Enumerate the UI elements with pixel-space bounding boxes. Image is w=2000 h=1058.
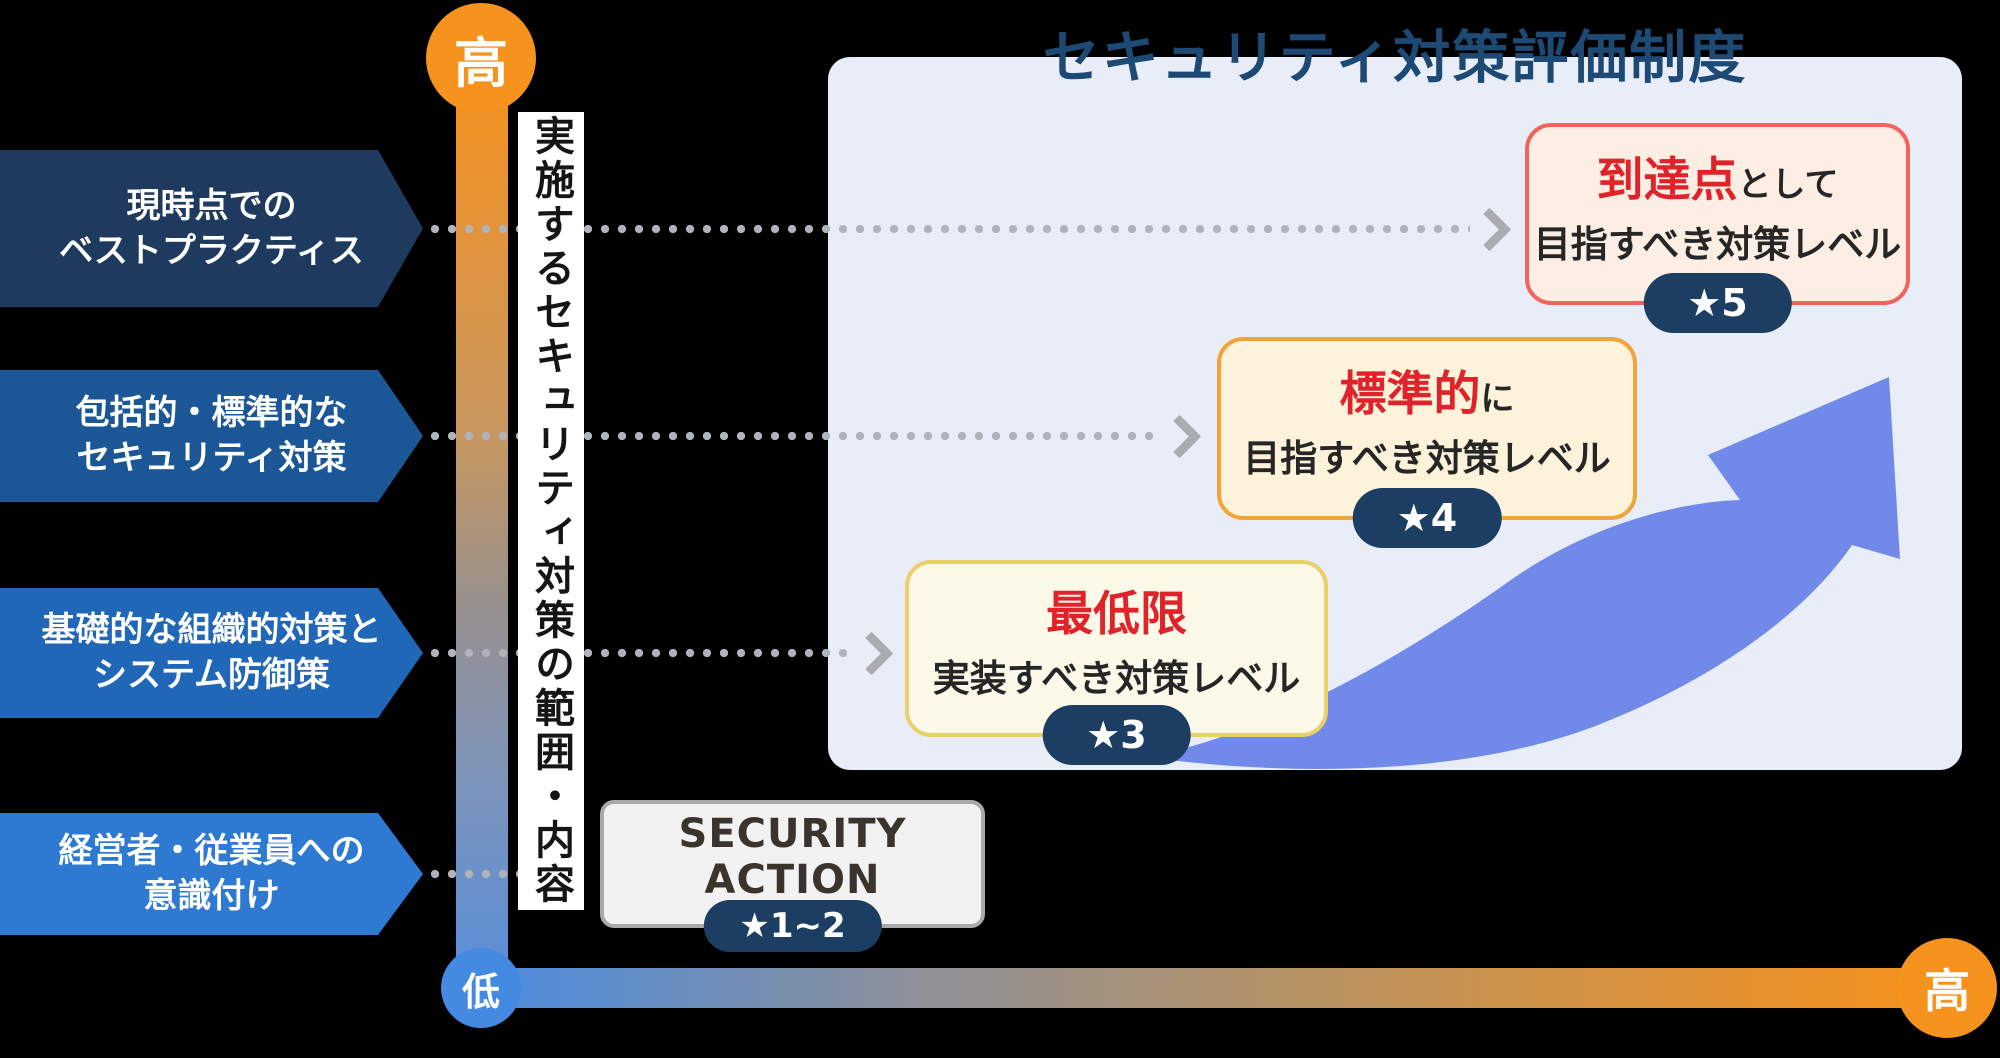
x-axis-bar bbox=[481, 968, 1947, 1008]
level-box-star3: 最低限 実装すべき対策レベル ★3 bbox=[905, 560, 1328, 765]
level-description: 実装すべき対策レベル bbox=[932, 657, 1301, 700]
growth-arrow-icon bbox=[1145, 377, 1900, 769]
dotted-connector bbox=[430, 869, 542, 879]
level-box-star5: 到達点として 目指すべき対策レベル ★5 bbox=[1525, 123, 1910, 333]
level-description: 目指すべき対策レベル bbox=[1533, 222, 1902, 266]
star-badge: ★4 bbox=[1352, 488, 1502, 548]
level-box-heading: 到達点として bbox=[1529, 141, 1906, 210]
category-label-line: 経営者・従業員への bbox=[58, 831, 365, 872]
diagram-title: セキュリティ対策評価制度 bbox=[1042, 25, 1748, 91]
category-label-awareness: 経営者・従業員への 意識付け bbox=[0, 813, 423, 935]
category-label-line: 包括的・標準的な bbox=[75, 393, 348, 434]
category-label-standard-security: 包括的・標準的な セキュリティ対策 bbox=[0, 370, 423, 502]
dotted-connector bbox=[430, 224, 1470, 234]
level-suffix: として bbox=[1737, 164, 1839, 205]
security-action-label: SECURITY ACTION bbox=[678, 811, 907, 903]
y-axis-bar bbox=[456, 100, 508, 980]
category-label-line: セキュリティ対策 bbox=[76, 438, 347, 478]
category-label-basic-defense: 基礎的な組織的対策と システム防御策 bbox=[0, 588, 423, 718]
star-badge: ★1~2 bbox=[703, 900, 882, 952]
star-badge: ★3 bbox=[1042, 705, 1191, 765]
category-label-line: 意識付け bbox=[143, 876, 280, 916]
y-axis-high-marker: 高 bbox=[426, 3, 536, 113]
level-box-heading: 標準的に bbox=[1221, 355, 1633, 424]
category-label-line: システム防御策 bbox=[93, 655, 330, 695]
y-axis-title: 実施するセキュリティ対策の範囲・内容 bbox=[518, 112, 584, 910]
level-highlight: 標準的 bbox=[1339, 367, 1481, 422]
dotted-connector bbox=[430, 431, 1160, 441]
star-badge: ★5 bbox=[1643, 273, 1792, 333]
category-label-line: 基礎的な組織的対策と bbox=[41, 610, 382, 651]
level-suffix: に bbox=[1480, 379, 1515, 419]
level-highlight: 到達点 bbox=[1596, 152, 1738, 208]
category-label-line: 現時点での bbox=[126, 185, 297, 226]
axis-origin-low-marker: 低 bbox=[441, 948, 521, 1028]
dotted-connector bbox=[430, 648, 852, 658]
security-action-box: SECURITY ACTION ★1~2 bbox=[600, 800, 985, 952]
level-description: 目指すべき対策レベル bbox=[1243, 437, 1611, 480]
x-axis-high-marker: 高 bbox=[1897, 938, 1997, 1038]
level-box-star4: 標準的に 目指すべき対策レベル ★4 bbox=[1217, 337, 1637, 548]
category-label-best-practice: 現時点での ベストプラクティス bbox=[0, 150, 423, 307]
category-label-line: ベストプラクティス bbox=[59, 230, 364, 271]
level-box-heading: 最低限 bbox=[909, 575, 1324, 644]
level-highlight: 最低限 bbox=[1046, 587, 1187, 642]
